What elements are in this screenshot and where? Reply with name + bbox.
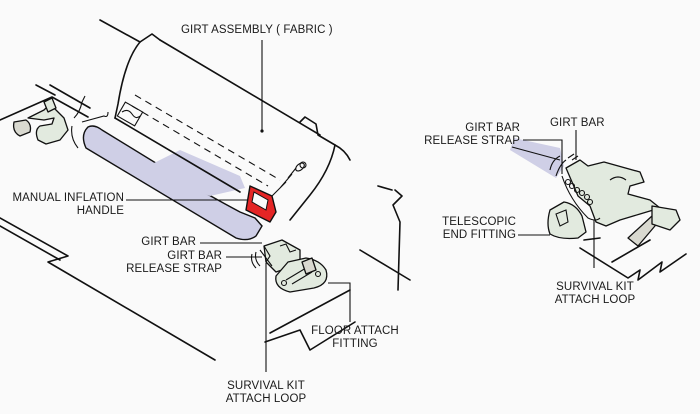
- label-line: RELEASE STRAP: [126, 263, 222, 275]
- right-view: [510, 130, 687, 281]
- label-line: END FITTING: [442, 229, 516, 241]
- label-line: SURVIVAL KIT: [556, 281, 634, 293]
- inflation-tube: [82, 125, 263, 241]
- left-leader-lines: [126, 40, 351, 372]
- label-line: SURVIVAL KIT: [227, 380, 305, 392]
- label-manual-inflation-handle: MANUAL INFLATION HANDLE: [0, 192, 124, 218]
- manual-inflation-handle: [245, 161, 307, 223]
- right-girt-bar: [565, 159, 661, 227]
- left-end-fitting: [12, 95, 109, 149]
- label-line: ATTACH LOOP: [554, 294, 636, 306]
- label-line: HANDLE: [76, 205, 124, 217]
- label-girt-bar: GIRT BAR: [141, 236, 196, 248]
- release-strap-coil: [564, 178, 594, 206]
- inflation-tube-upper: [140, 150, 245, 196]
- label-survival-kit-attach-loop: SURVIVAL KIT ATTACH LOOP: [216, 380, 316, 406]
- girt-bar-fitting: [250, 239, 328, 293]
- label-telescopic-end-fitting: TELESCOPIC END FITTING: [420, 216, 516, 242]
- label-girt-assembly: GIRT ASSEMBLY ( FABRIC ): [181, 24, 333, 36]
- label-line: GIRT BAR: [465, 122, 520, 134]
- label-right-girt-bar: GIRT BAR: [550, 117, 605, 129]
- label-right-girt-bar-release-strap: GIRT BAR RELEASE STRAP: [420, 122, 520, 148]
- label-line: TELESCOPIC: [442, 216, 516, 228]
- label-line: ATTACH LOOP: [225, 393, 307, 405]
- telescopic-end-fitting: [547, 201, 587, 240]
- left-view: [0, 19, 411, 372]
- label-line: RELEASE STRAP: [424, 135, 520, 147]
- girt-fabric-panel: [99, 19, 351, 221]
- label-right-survival-kit-attach-loop: SURVIVAL KIT ATTACH LOOP: [545, 281, 645, 307]
- label-floor-attach-fitting: FLOOR ATTACH FITTING: [305, 325, 405, 351]
- floor-outline: [0, 84, 411, 361]
- label-line: MANUAL INFLATION: [12, 192, 124, 204]
- label-line: FLOOR ATTACH: [311, 325, 399, 337]
- right-leader-lines: [518, 130, 595, 268]
- label-line: GIRT BAR: [167, 250, 222, 262]
- label-girt-bar-release-strap: GIRT BAR RELEASE STRAP: [110, 250, 222, 276]
- label-line: FITTING: [332, 338, 378, 350]
